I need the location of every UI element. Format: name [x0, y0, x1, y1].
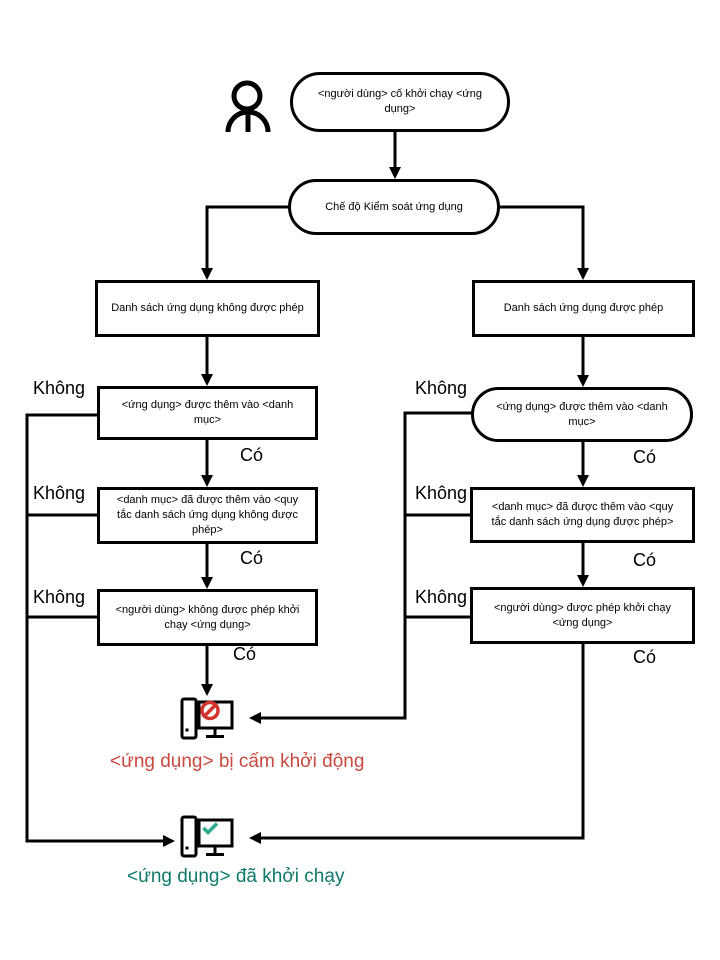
edge-label-yes: Có: [633, 447, 657, 467]
user-icon: [225, 80, 271, 133]
edge-label-yes: Có: [233, 644, 257, 664]
node-start: <người dùng> cố khởi chạy <ứng dụng>: [290, 72, 510, 132]
node-allow-app-added-label: <ứng dụng> được thêm vào <danh mục>: [496, 400, 668, 428]
started-caption: <ứng dụng> đã khởi chạy: [127, 866, 345, 887]
blocked-caption: <ứng dụng> bị cấm khởi động: [110, 751, 365, 772]
edge-label-no: Không: [415, 483, 468, 503]
edge-label-yes: Có: [633, 647, 657, 667]
node-allowlist: Danh sách ứng dụng được phép: [472, 280, 695, 337]
node-allow-category-added: <danh mục> đã được thêm vào <quy tắc dan…: [470, 487, 695, 543]
node-deny-app-added-label: <ứng dụng> được thêm vào <danh mục>: [121, 399, 294, 426]
node-allow-user-allowed: <người dùng> được phép khởi chạy <ứng dụ…: [470, 587, 695, 644]
check-icon: [202, 822, 219, 835]
node-control-mode: Chế độ Kiểm soát ứng dụng: [288, 179, 500, 235]
node-denylist: Danh sách ứng dụng không được phép: [95, 280, 320, 337]
prohibit-icon: [200, 700, 220, 721]
node-deny-category-added: <danh mục> đã được thêm vào <quy tắc dan…: [97, 487, 318, 544]
node-denylist-label: Danh sách ứng dụng không được phép: [111, 302, 304, 315]
node-control-mode-label: Chế độ Kiểm soát ứng dụng: [325, 200, 463, 213]
computer-blocked-icon: [180, 697, 234, 740]
node-deny-app-added: <ứng dụng> được thêm vào <danh mục>: [97, 386, 318, 440]
node-start-label: <người dùng> cố khởi chạy <ứng dụng>: [317, 88, 482, 115]
edge-label-no: Không: [33, 587, 86, 607]
edge-label-no: Không: [415, 378, 468, 398]
computer-started-icon: [180, 815, 234, 858]
node-allowlist-label: Danh sách ứng dụng được phép: [503, 302, 664, 315]
node-deny-user-blocked-label: <người dùng> không được phép khởi chạy <…: [115, 603, 300, 631]
edge-label-yes: Có: [240, 445, 264, 465]
node-deny-user-blocked: <người dùng> không được phép khởi chạy <…: [97, 589, 318, 646]
edge-label-yes: Có: [633, 550, 657, 570]
edge-label-no: Không: [33, 483, 86, 503]
edge-label-yes: Có: [240, 548, 264, 568]
edge-label-no: Không: [33, 378, 86, 398]
edge-label-no: Không: [415, 587, 468, 607]
node-allow-user-allowed-label: <người dùng> được phép khởi chạy <ứng dụ…: [493, 601, 672, 629]
node-deny-category-added-label: <danh mục> đã được thêm vào <quy tắc dan…: [116, 494, 299, 536]
node-allow-category-added-label: <danh mục> đã được thêm vào <quy tắc dan…: [491, 501, 674, 528]
node-allow-app-added: <ứng dụng> được thêm vào <danh mục>: [471, 387, 693, 442]
